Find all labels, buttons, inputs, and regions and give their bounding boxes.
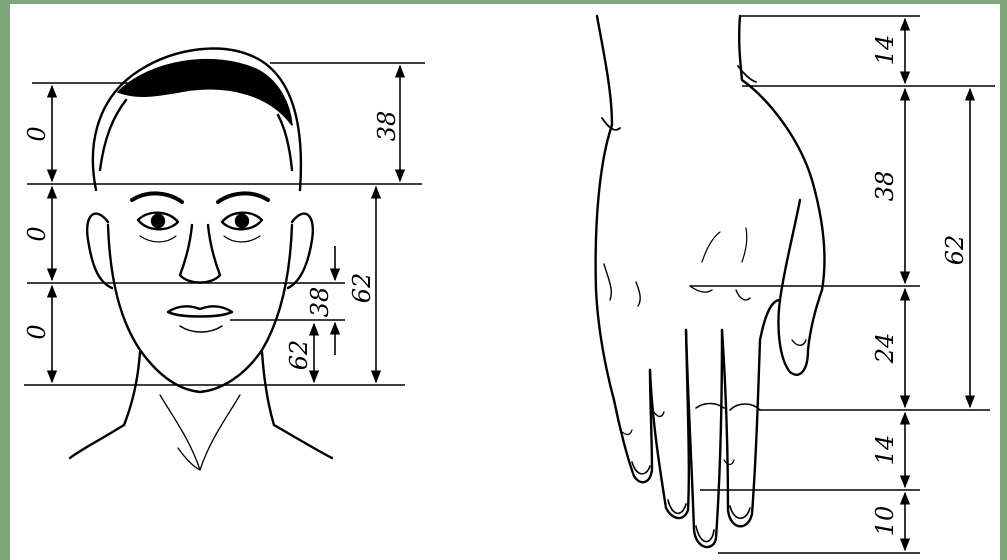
hand-label-24: 24	[871, 333, 899, 365]
mouth	[168, 306, 232, 316]
finger-middle	[686, 330, 722, 547]
face-label-38-top: 38	[373, 111, 401, 142]
face-label-62-nose-chin: 62	[348, 273, 376, 304]
hand-label-38: 38	[871, 171, 899, 202]
hand-label-14-lower: 14	[871, 435, 899, 466]
hand-label-62: 62	[941, 235, 969, 266]
face-label-0-bottom: 0	[23, 324, 51, 339]
hand-illustration	[596, 16, 825, 547]
right-brow	[218, 193, 268, 202]
thumb	[778, 200, 822, 375]
face-label-38-nose-mouth: 38	[306, 287, 334, 318]
face-label-62-mouth-chin: 62	[285, 340, 313, 371]
hand-label-10: 10	[871, 506, 899, 537]
hand-label-14-top: 14	[871, 35, 899, 66]
hair-fill	[118, 60, 292, 125]
face-illustration	[70, 49, 332, 470]
nose	[180, 225, 220, 283]
face-label-0-top: 0	[23, 126, 51, 141]
hand-guide-lines	[690, 16, 995, 553]
hand-left-edge	[596, 16, 614, 400]
shoulders	[70, 425, 332, 458]
neck	[124, 352, 140, 425]
finger-ring	[650, 330, 689, 518]
finger-index	[722, 300, 780, 526]
face-label-0-mid: 0	[23, 226, 51, 241]
left-brow	[132, 193, 182, 202]
hand-right-edge	[739, 16, 824, 290]
